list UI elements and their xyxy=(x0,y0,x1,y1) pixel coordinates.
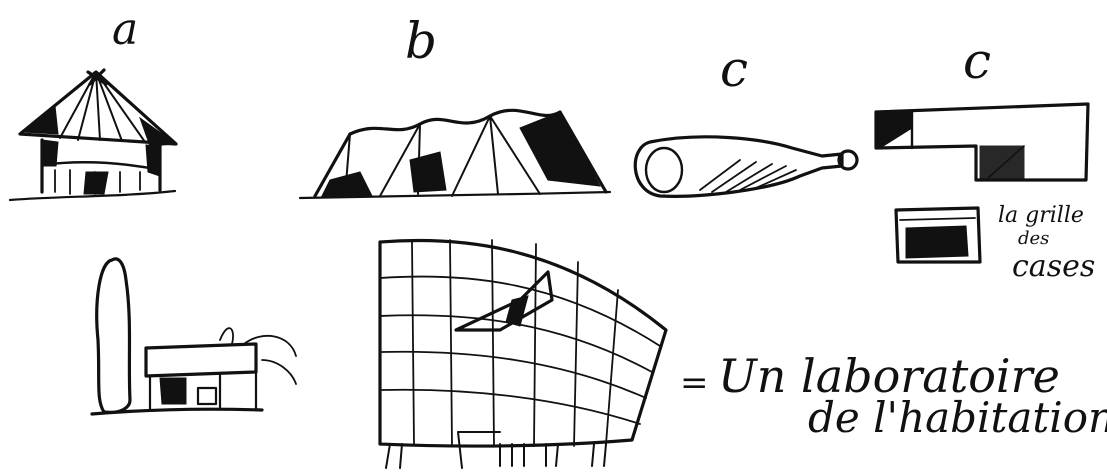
note-line-3: cases xyxy=(1012,249,1095,284)
grid-of-cells-sketch xyxy=(894,206,982,264)
villa-sketch xyxy=(90,257,297,416)
label-b: b xyxy=(405,12,437,70)
label-c-grid: c xyxy=(963,32,991,90)
caption-line-2: de l'habitation xyxy=(808,393,1107,442)
bottle-sketch xyxy=(633,135,859,198)
label-c-bottle: c xyxy=(720,40,748,98)
note-line-2: des xyxy=(1018,228,1049,249)
note-line-1: la grille xyxy=(998,203,1084,228)
equals-sign: = xyxy=(680,363,709,403)
facade-sketch xyxy=(378,238,668,469)
label-a: a xyxy=(112,4,138,55)
unit-sketch xyxy=(874,102,1090,182)
tent-sketch xyxy=(298,108,612,200)
caption-line-1: Un laboratoire xyxy=(718,349,1060,403)
hut-sketch xyxy=(8,68,178,202)
